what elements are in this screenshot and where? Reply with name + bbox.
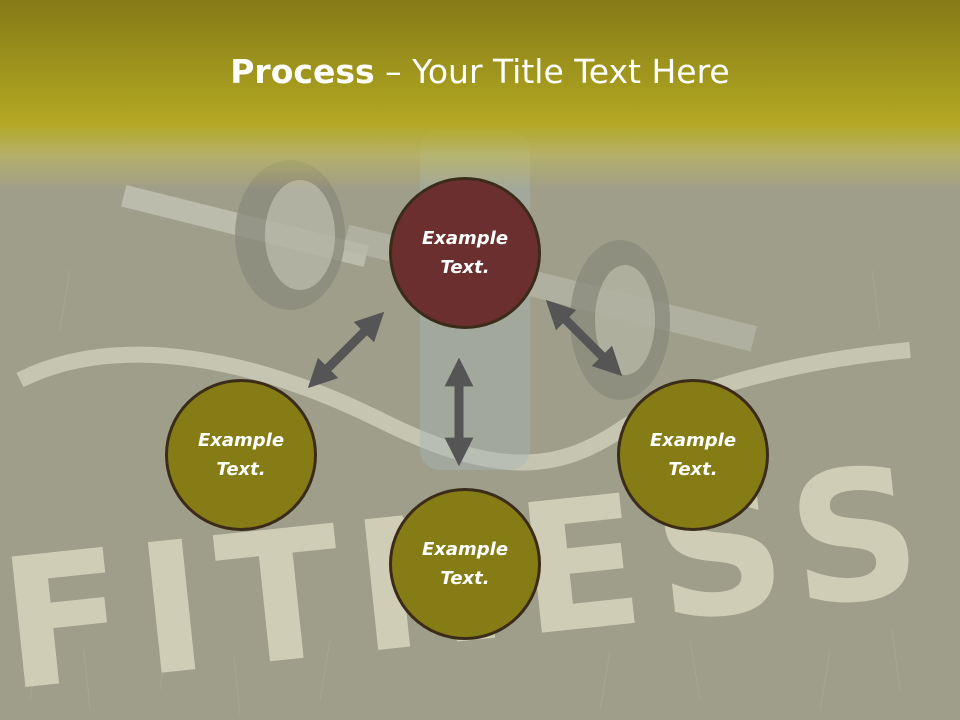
node-left-line2: Text. (216, 459, 266, 480)
process-node-right: Example Text. (617, 379, 769, 531)
arrow-top-left (307, 311, 385, 389)
title-bold-part: Process (230, 52, 375, 91)
title-regular-part: – Your Title Text Here (374, 52, 730, 91)
process-node-left: Example Text. (165, 379, 317, 531)
node-right-line1: Example (649, 430, 737, 451)
node-top-line2: Text. (440, 257, 490, 278)
process-node-top: Example Text. (389, 177, 541, 329)
arrow-top-right (545, 299, 623, 377)
node-right-line2: Text. (668, 459, 718, 480)
node-left-line1: Example (197, 430, 285, 451)
node-top-line1: Example (421, 228, 509, 249)
node-bottom-line2: Text. (440, 568, 490, 589)
slide-title: Process – Your Title Text Here (0, 52, 960, 91)
title-band (0, 0, 960, 190)
process-node-bottom: Example Text. (389, 488, 541, 640)
node-bottom-line1: Example (421, 539, 509, 560)
